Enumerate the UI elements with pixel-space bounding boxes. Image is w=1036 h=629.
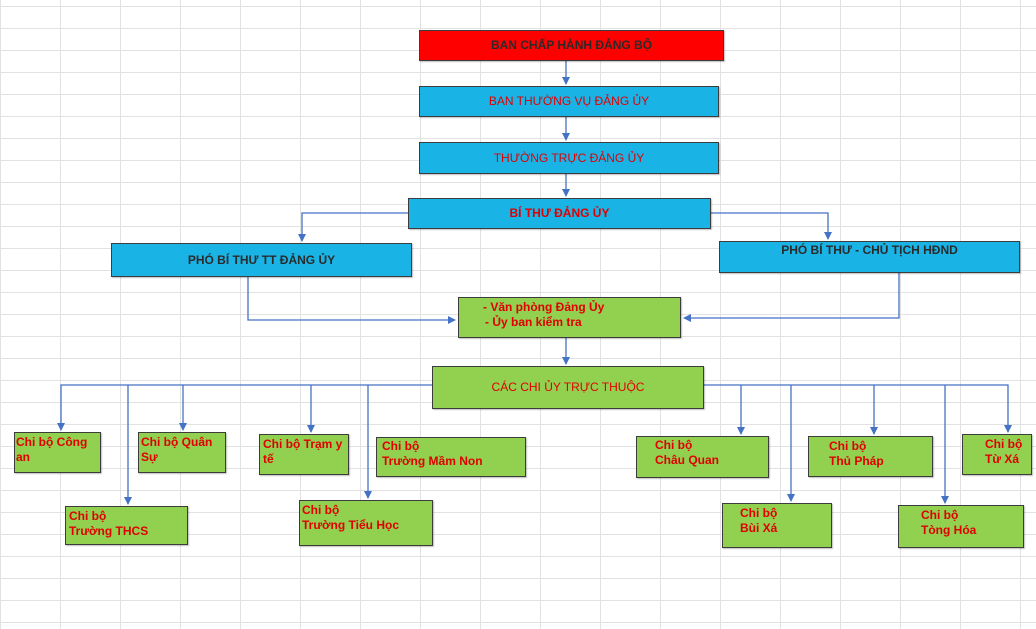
connector-arrow: [57, 384, 432, 431]
deputy-secretary-right-label: PHÓ BÍ THƯ - CHỦ TỊCH HĐND: [781, 243, 958, 257]
permanent-office-box: THƯỜNG TRỰC ĐẢNG ỦY: [419, 142, 719, 174]
subordinate-committees-box: CÁC CHI ỦY TRỰC THUỘC: [432, 366, 704, 409]
branch-chau-quan: Chi bộ Châu Quan: [636, 436, 769, 478]
branch-truong-tieu-hoc: Chi bộ Trường Tiểu Học: [299, 500, 433, 546]
permanent-office-label: THƯỜNG TRỰC ĐẢNG ỦY: [493, 150, 645, 165]
branch-quan-su: Chi bộ Quân Sự: [138, 432, 226, 473]
connector-arrow: [683, 273, 900, 322]
branch-tu-xa: Chi bộ Từ Xá: [962, 434, 1032, 475]
branch-bui-xa: Chi bộ Bùi Xá: [722, 503, 832, 548]
branch-thu-phap: Chi bộ Thủ Pháp: [808, 436, 933, 477]
branch-truong-thcs: Chi bộ Trường THCS: [65, 506, 188, 545]
deputy-secretary-left-label: PHÓ BÍ THƯ TT ĐẢNG ỦY: [187, 252, 336, 267]
deputy-secretary-left-box: PHÓ BÍ THƯ TT ĐẢNG ỦY: [111, 243, 412, 277]
subordinate-committees-label: CÁC CHI ỦY TRỰC THUỘC: [491, 380, 645, 394]
executive-committee-box: BAN CHẤP HÀNH ĐẢNG BỘ: [419, 30, 724, 61]
standing-committee-label: BAN THƯỜNG VỤ ĐẢNG ỦY: [488, 94, 650, 108]
connector-arrow: [247, 277, 456, 324]
connector-arrow: [704, 384, 1012, 433]
branch-tong-hoa: Chi bộ Tòng Hóa: [898, 505, 1024, 548]
office-line-2: - Ủy ban kiểm tra: [485, 315, 582, 329]
deputy-secretary-right-box: PHÓ BÍ THƯ - CHỦ TỊCH HĐND: [719, 241, 1020, 273]
connector-arrow: [711, 212, 832, 240]
secretary-label: BÍ THƯ ĐẢNG ỦY: [509, 206, 610, 220]
secretary-box: BÍ THƯ ĐẢNG ỦY: [408, 198, 711, 229]
executive-committee-label: BAN CHẤP HÀNH ĐẢNG BỘ: [490, 38, 653, 52]
standing-committee-box: BAN THƯỜNG VỤ ĐẢNG ỦY: [419, 86, 719, 117]
office-box: - Văn phòng Đảng Ủy - Ủy ban kiểm tra: [458, 297, 681, 338]
branch-truong-mam-non: Chi bộ Trường Mầm Non: [376, 437, 526, 477]
connector-arrow: [298, 212, 408, 242]
office-line-1: - Văn phòng Đảng Ủy: [483, 300, 605, 314]
branch-tram-y-te: Chi bộ Trạm y tế: [259, 434, 349, 475]
branch-cong-an: Chi bộ Công an: [14, 432, 101, 473]
